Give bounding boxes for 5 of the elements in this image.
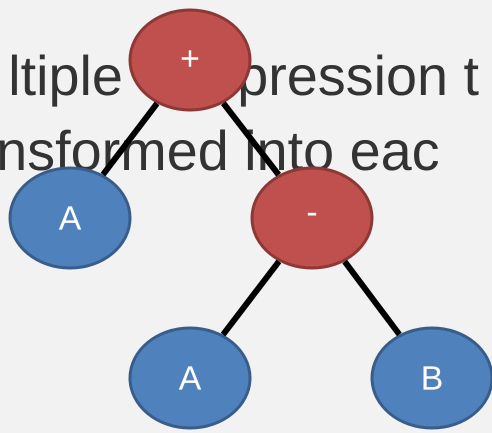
slide-text: ltiple (12, 54, 120, 107)
tree-edge (220, 260, 282, 336)
tree-edge (342, 260, 402, 336)
tree-node: A (128, 326, 252, 430)
tree-node: B (370, 326, 492, 430)
